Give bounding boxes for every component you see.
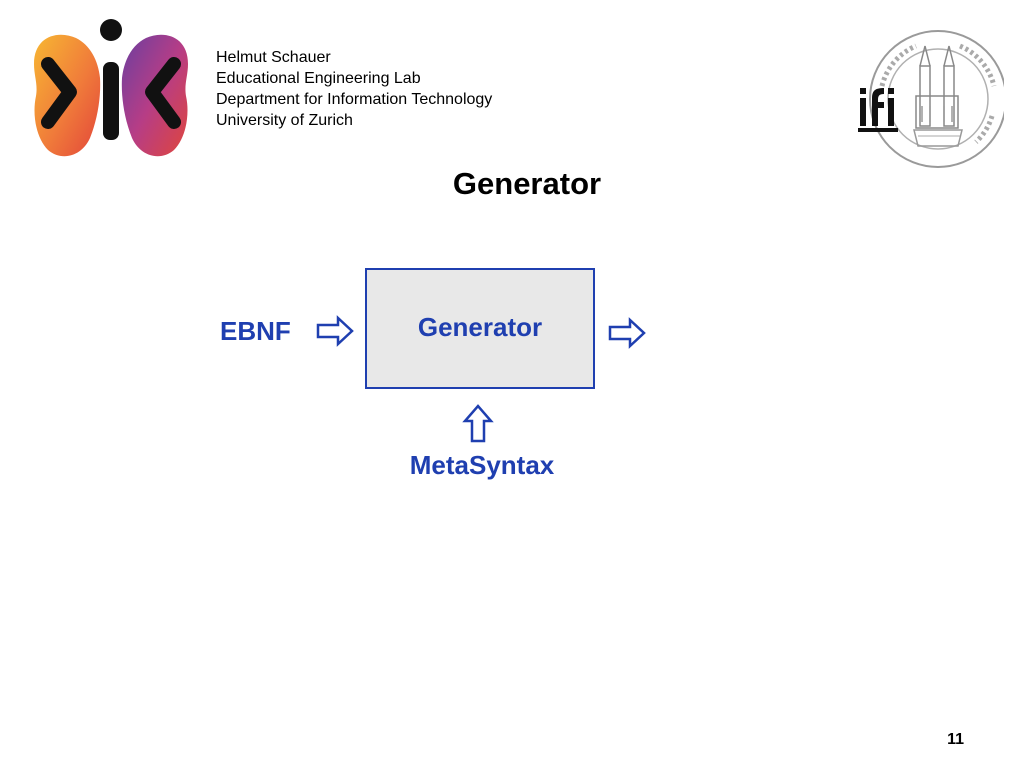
output-arrow-icon — [608, 317, 646, 349]
generator-box-label: Generator — [417, 312, 543, 342]
university-seal-icon — [858, 30, 1004, 168]
university-name: University of Zurich — [216, 112, 353, 129]
lab-name: Educational Engineering Lab — [216, 70, 421, 87]
slide-number: 11 — [947, 731, 964, 748]
ebnf-input-label: EBNF — [220, 316, 291, 346]
author-block: Helmut Schauer Educational Engineering L… — [216, 47, 492, 131]
generator-box — [365, 268, 595, 389]
butterfly-logo-icon — [34, 19, 188, 157]
author-name: Helmut Schauer — [216, 49, 331, 66]
meta-up-arrow-icon — [462, 404, 494, 443]
input-arrow-icon — [316, 315, 354, 347]
metasyntax-label: MetaSyntax — [409, 450, 555, 480]
department-name: Department for Information Technology — [216, 91, 493, 108]
slide-title: Generator — [452, 166, 602, 201]
